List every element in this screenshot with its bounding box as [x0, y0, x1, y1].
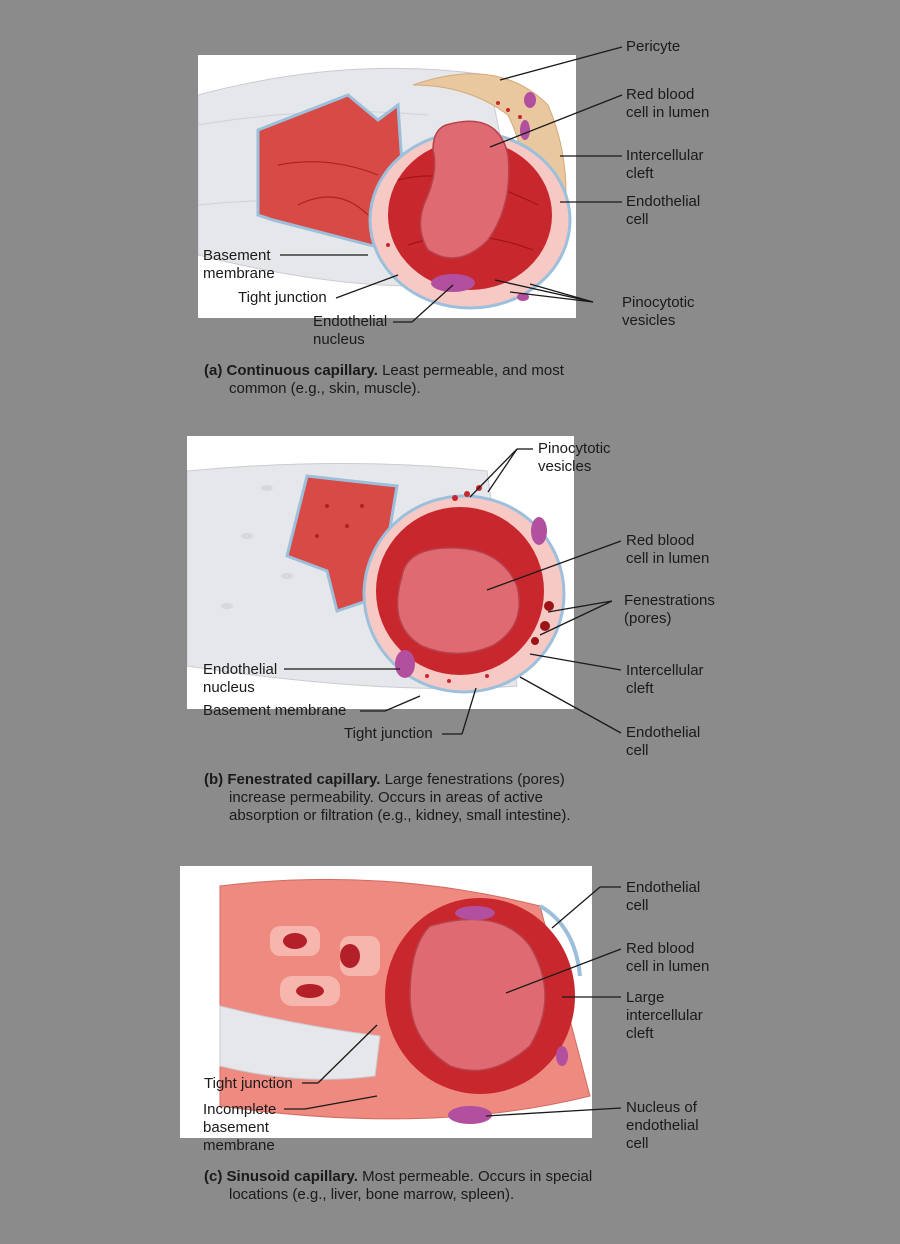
caption-first-line: Least permeable, and most [377, 362, 564, 379]
caption-first-line: Most permeable. Occurs in special [357, 1168, 593, 1185]
label-pinocytotic-vesicles: Pinocytotic vesicles [622, 294, 695, 329]
label-nucleus-of-endothelial-cell: Nucleus of endothelial cell [626, 1099, 699, 1152]
endothelial-nucleus [431, 274, 475, 292]
label-tight-junction: Tight junction [204, 1075, 293, 1092]
caption-heading: Fenestrated capillary. [227, 771, 381, 788]
caption-tag: (b) [204, 771, 224, 788]
label-fenestrations: Fenestrations (pores) [624, 592, 715, 627]
caption-rest: increase permeability. Occurs in areas o… [229, 789, 571, 824]
label-red-blood-cell: Red blood cell in lumen [626, 940, 710, 975]
caption-fenestrated-capillary: (b) Fenestrated capillary. Large fenestr… [204, 771, 624, 825]
caption-rest: common (e.g., skin, muscle). [229, 380, 421, 397]
red-blood-cell [396, 547, 520, 655]
endothelial-nucleus [395, 650, 415, 678]
label-endothelial-nucleus: Endothelial nucleus [203, 661, 278, 696]
caption-heading: Sinusoid capillary. [226, 1168, 358, 1185]
caption-sinusoid-capillary: (c) Sinusoid capillary. Most permeable. … [204, 1168, 634, 1204]
fenestrated-capillary-illustration [187, 436, 574, 709]
sinusoid-capillary-illustration [180, 866, 592, 1138]
caption-rest: locations (e.g., liver, bone marrow, spl… [229, 1186, 515, 1203]
label-tight-junction: Tight junction [238, 289, 327, 306]
red-blood-cell [409, 918, 546, 1072]
label-basement-membrane: Basement membrane [203, 702, 347, 719]
label-endothelial-cell: Endothelial cell [626, 193, 701, 228]
endothelial-nucleus-2 [531, 517, 547, 545]
label-tight-junction: Tight junction [344, 725, 433, 742]
label-intercellular-cleft: Intercellular cleft [626, 662, 704, 697]
endothelial-nucleus-3 [556, 1046, 568, 1066]
caption-tag: (a) [204, 362, 223, 379]
label-endothelial-cell: Endothelial cell [626, 879, 701, 914]
label-red-blood-cell: Red blood cell in lumen [626, 86, 710, 121]
label-pinocytotic-vesicles: Pinocytotic vesicles [538, 440, 611, 475]
label-endothelial-cell: Endothelial cell [626, 724, 701, 759]
endothelial-nucleus-3 [517, 293, 529, 301]
label-endothelial-nucleus: Endothelial nucleus [313, 313, 388, 348]
caption-tag: (c) [204, 1168, 223, 1185]
label-red-blood-cell: Red blood cell in lumen [626, 532, 710, 567]
endothelial-nucleus-2 [520, 120, 530, 140]
label-incomplete-basement-membrane: Incomplete basement membrane [203, 1101, 277, 1154]
label-large-intercellular-cleft: Large intercellular cleft [626, 989, 703, 1042]
label-basement-membrane: Basement membrane [203, 247, 275, 282]
endothelial-nucleus [455, 906, 495, 920]
continuous-capillary-illustration [198, 55, 576, 318]
label-intercellular-cleft: Intercellular cleft [626, 147, 704, 182]
nucleus-of-endothelial-cell [448, 1106, 492, 1124]
caption-heading: Continuous capillary. [226, 362, 378, 379]
caption-first-line: Large fenestrations (pores) [380, 771, 565, 788]
label-pericyte: Pericyte [626, 38, 681, 55]
red-blood-cell [419, 120, 510, 259]
pericyte-nucleus [524, 92, 536, 108]
caption-continuous-capillary: (a) Continuous capillary. Least permeabl… [204, 362, 624, 398]
